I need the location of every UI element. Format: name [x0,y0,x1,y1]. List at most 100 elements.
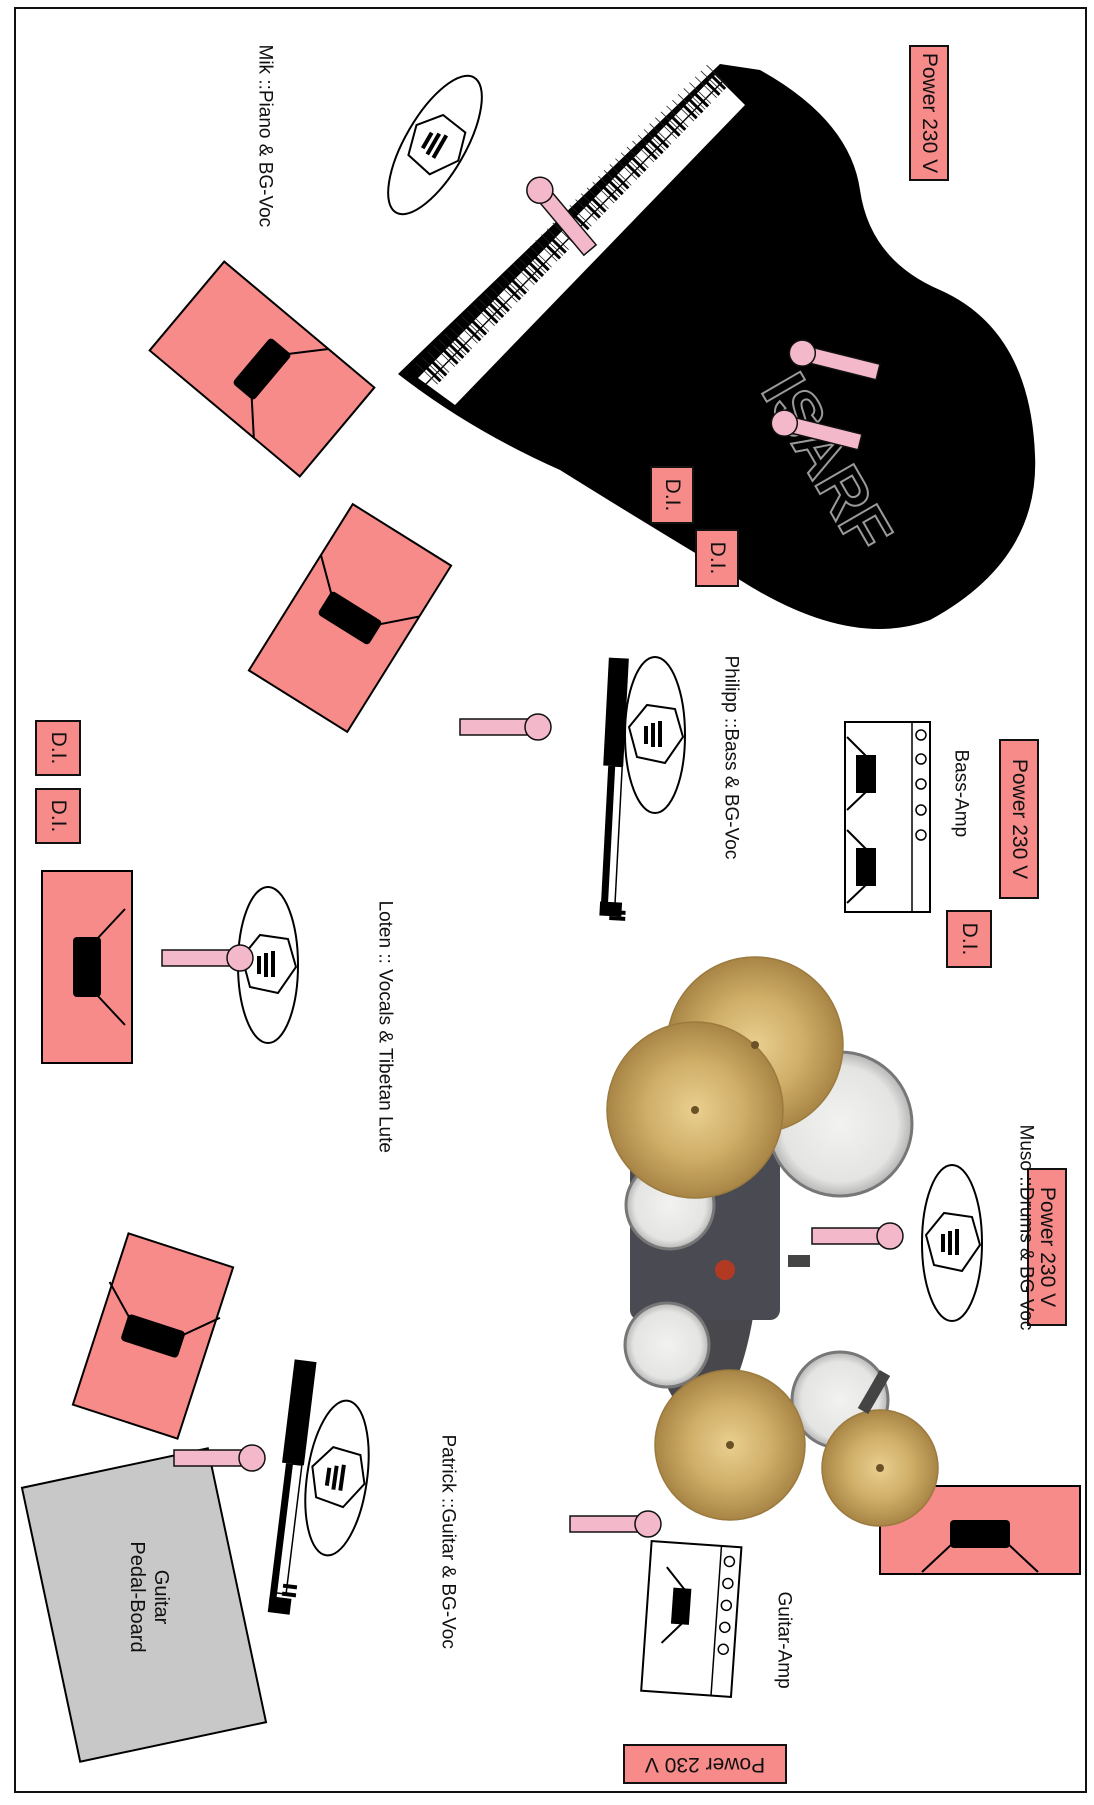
piano-white-key-edge [580,193,604,215]
piano-black-key [590,196,607,213]
piano-white-key-edge [632,140,655,163]
piano-black-key [704,79,721,96]
piano-white-key-edge [421,357,444,379]
di-label-loten-2: D.I. [47,799,70,833]
piano-black-key [669,114,687,131]
piano-black-key [447,342,465,359]
power-label-1: Power 230 V [918,52,941,174]
di-label-loten-1: D.I. [47,731,70,765]
label-bass-amp: Bass-Amp [950,749,972,838]
di-label-piano-2: D.I. [706,541,729,575]
piano-white-key-edge [455,322,478,344]
piano-white-key-edge [649,123,672,145]
monitor-loten [41,870,133,1064]
label-loten: Loten :: Vocals & Tibetan Lute [374,900,396,1153]
piano-white-key-edge [444,333,467,356]
piano-white-key-edge [501,275,524,297]
piano-black-key [664,120,681,137]
kick-logo [715,1260,735,1280]
di-label-bass: D.I. [958,922,981,956]
piano-black-key [470,319,488,336]
pedal-board-line-2: Pedal-Board [126,1541,148,1653]
piano-white-key-edge [706,64,729,87]
piano-black-key [493,296,510,313]
piano-black-key [613,173,630,190]
piano-white-key-edge [529,246,552,268]
kick-pedal [788,1255,810,1267]
power-label-4: Power 230 V [644,1753,766,1776]
stage-border [14,7,1087,1793]
piano-black-key [533,255,550,272]
piano-white-key-edge [524,251,547,274]
piano-black-key [641,144,658,161]
power-label-2: Power 230 V [1008,758,1031,880]
piano-white-key-edge [569,205,592,227]
piano-white-key-edge [432,345,456,367]
piano-white-key-edge [586,187,609,210]
monitor-mik [148,260,376,478]
piano-white-key-edge [467,310,490,332]
piano-white-key-edge [472,304,495,326]
pedal-board-label: Guitar Pedal-Board [125,1532,173,1662]
power-box-1: Power 230 V [909,45,949,181]
piano-white-key-edge [615,158,638,180]
piano-white-key-edge [427,351,450,373]
piano-black-key [521,266,539,283]
piano-black-key [652,132,670,149]
piano-white-key-edge [620,152,643,174]
guitar-amp [640,1539,743,1698]
label-philipp: Philipp ::Bass & BG-Voc [720,655,742,860]
pedal-board-line-1: Guitar [150,1569,172,1625]
hihat-pedal [857,1369,891,1415]
piano-black-key [453,336,471,354]
piano-white-key-edge [535,240,558,262]
piano-white-key-edge [677,94,700,116]
piano-white-key-edge [461,316,484,338]
electric-guitar [267,1359,317,1615]
piano-white-key-edge [683,88,706,110]
musician-mik [369,61,501,229]
piano-black-key [630,155,647,172]
piano-black-key [550,237,567,254]
piano-white-key-edge [643,129,666,151]
piano-white-key-edge [598,175,621,198]
piano-white-key-edge [689,82,712,104]
mic-muso [811,1222,904,1250]
piano-black-key [692,91,710,108]
musician-philipp [624,656,686,814]
label-muso: Muso ::Drums & BG Voc [1015,1124,1037,1331]
monitor-piano-2 [247,502,453,734]
piano-white-key-edge [518,257,541,280]
label-patrick: Patrick ::Guitar & BG-Voc [437,1434,459,1649]
piano-black-key [647,138,664,155]
label-guitar-amp: Guitar-Amp [773,1591,795,1689]
piano-black-key [527,260,545,278]
piano-black-key [430,360,448,377]
power-label-3: Power 230 V [1036,1186,1059,1308]
piano-black-key [624,161,641,178]
piano-white-key-edge [654,117,678,139]
piano-black-key [510,278,527,295]
piano-white-key-edge [489,286,512,309]
piano-white-key-edge [495,281,518,303]
snare-drum [623,1301,711,1389]
piano-black-key [573,214,590,231]
piano-white-key-edge [506,269,530,291]
piano-black-key [442,348,459,365]
piano-white-key-edge [546,228,569,250]
di-box-loten-1: D.I. [35,720,81,776]
piano-black-key [607,179,624,196]
piano-white-key-edge [438,339,461,362]
mic-philipp [459,713,552,741]
piano-white-key-edge [484,292,507,315]
piano-black-key [584,202,601,219]
piano-black-key [601,184,619,202]
piano-white-key-edge [603,170,626,192]
piano-black-key [425,366,442,383]
piano-white-key-edge [694,76,717,98]
drum-kit [606,956,939,1527]
di-box-piano-2: D.I. [695,529,739,587]
di-box-loten-2: D.I. [35,788,81,844]
